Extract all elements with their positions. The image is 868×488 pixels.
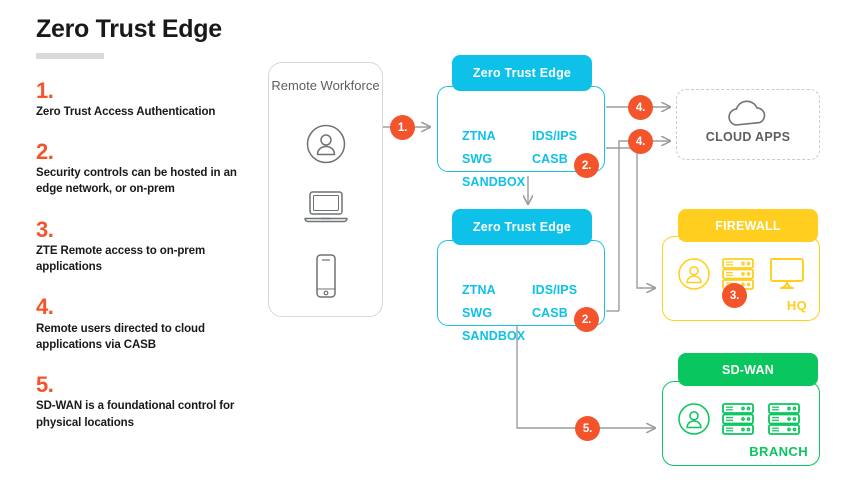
step-badge-2-bottom: 2. — [574, 307, 599, 332]
step-badge-2-top: 2. — [574, 153, 599, 178]
step-badge-5: 5. — [575, 416, 600, 441]
hq-site-label: HQ — [786, 298, 807, 313]
branch-site-label: BRANCH — [749, 444, 808, 459]
service-ztna: ZTNA — [462, 129, 496, 143]
service-casb: CASB — [532, 152, 568, 167]
zte-services-right-column: IDS/IPS CASB — [532, 125, 577, 171]
legend-item-2: 2. Security controls can be hosted in an… — [36, 140, 251, 198]
page-title: Zero Trust Edge — [36, 15, 222, 43]
legend-number: 2. — [36, 138, 54, 164]
zte-services-left-column: ZTNA SWG SANDBOX — [462, 279, 525, 348]
server-rack-icon — [720, 402, 756, 441]
smartphone-icon — [312, 253, 340, 304]
service-swg: SWG — [462, 306, 493, 321]
legend-number: 5. — [36, 372, 54, 398]
zte-services-left-column: ZTNA SWG SANDBOX — [462, 125, 525, 194]
legend-description: SD-WAN is a foundational control for phy… — [36, 400, 235, 429]
legend-number: 4. — [36, 294, 54, 320]
legend-item-5: 5. SD-WAN is a foundational control for … — [36, 373, 251, 431]
zero-trust-edge-header-2: Zero Trust Edge — [452, 209, 592, 245]
legend-description: Zero Trust Access Authentication — [36, 105, 216, 118]
cloud-apps-label: CLOUD APPS — [705, 130, 791, 144]
firewall-header: FIREWALL — [678, 209, 818, 242]
legend-description: Remote users directed to cloud applicati… — [36, 322, 205, 351]
user-circle-icon — [677, 402, 711, 441]
service-sandbox: SANDBOX — [462, 175, 526, 190]
legend-panel: Zero Trust Edge 1. Zero Trust Access Aut… — [36, 15, 251, 431]
legend-description: ZTE Remote access to on-prem application… — [36, 244, 206, 274]
legend-item-1: 1. Zero Trust Access Authentication — [36, 77, 251, 120]
legend-item-3: 3. ZTE Remote access to on-prem applicat… — [36, 218, 251, 276]
remote-workforce-label: Remote Workforce — [271, 78, 380, 93]
step-badge-4-bottom: 4. — [628, 129, 653, 154]
legend-number: 3. — [36, 216, 54, 242]
step-badge-3: 3. — [722, 283, 747, 308]
cloud-apps-panel: CLOUD APPS — [676, 89, 820, 160]
desktop-monitor-icon — [768, 257, 806, 296]
remote-workforce-panel: Remote Workforce — [268, 62, 383, 317]
legend-number: 1. — [36, 77, 54, 103]
service-ids-ips: IDS/IPS — [532, 129, 578, 143]
user-circle-icon — [677, 257, 711, 296]
service-sandbox: SANDBOX — [462, 329, 526, 344]
service-swg: SWG — [462, 152, 493, 167]
legend-description: Security controls can be hosted in an ed… — [36, 167, 237, 196]
laptop-icon — [302, 188, 350, 229]
service-ztna: ZTNA — [462, 283, 496, 297]
cloud-icon — [724, 99, 772, 136]
user-circle-icon — [305, 123, 347, 170]
step-badge-1: 1. — [390, 115, 415, 140]
title-underline-rule — [36, 52, 104, 59]
firewall-panel: HQ — [662, 236, 820, 321]
sdwan-header: SD-WAN — [678, 353, 818, 386]
service-casb: CASB — [532, 306, 568, 321]
service-ids-ips: IDS/IPS — [532, 283, 578, 297]
legend-item-4: 4. Remote users directed to cloud applic… — [36, 295, 251, 353]
step-badge-4-top: 4. — [628, 95, 653, 120]
server-rack-icon — [766, 402, 802, 441]
sdwan-panel: BRANCH — [662, 381, 820, 466]
zero-trust-edge-header-1: Zero Trust Edge — [452, 55, 592, 91]
zte-services-right-column: IDS/IPS CASB — [532, 279, 577, 325]
